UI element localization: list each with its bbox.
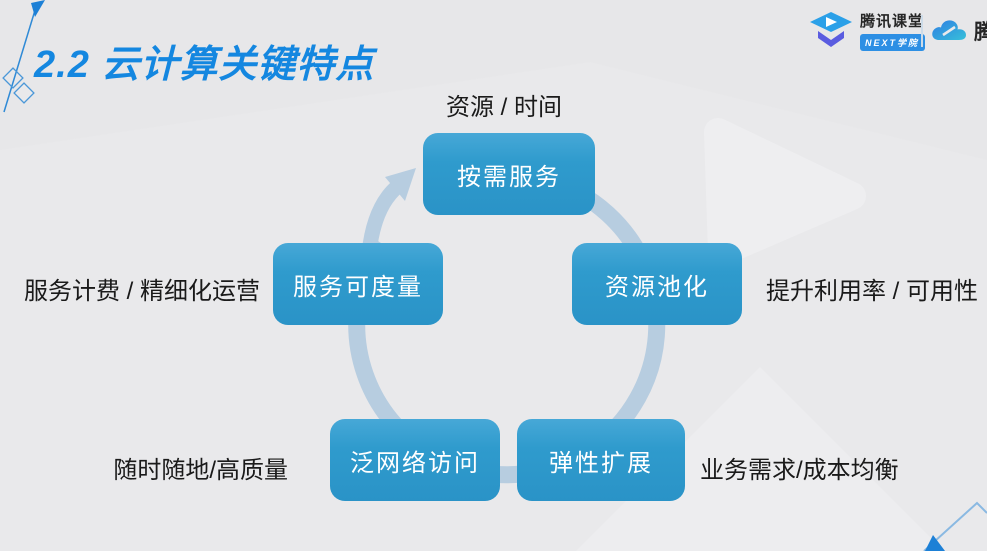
corner-triangle-icon [925,535,945,551]
tencent-classroom-logo: 腾讯课堂 NEXT学院 [808,10,926,52]
annotation-resource-pooling: 提升利用率 / 可用性 [766,278,979,305]
watermark-wedge [0,0,987,160]
tencent-classroom-label: 腾讯课堂 [860,13,925,30]
next-academy-badge: NEXT学院 [860,34,926,51]
page-title: 2.2 云计算关键特点 [34,44,375,87]
logo-divider [921,15,923,47]
node-elastic-scaling: 弹性扩展 [517,419,685,501]
annotation-elastic-scaling: 业务需求/成本均衡 [700,457,899,484]
corner-diamond-outline [923,501,987,551]
tencent-cloud-label: 腾讯 [974,21,987,44]
node-measurable-service: 服务可度量 [273,243,443,325]
title-ornament-diamond [2,67,24,89]
title-ornament-flag-icon [31,0,45,17]
node-on-demand-service: 按需服务 [423,133,595,215]
annotation-broad-network-access: 随时随地/高质量 [113,457,288,484]
node-broad-network-access: 泛网络访问 [330,419,500,501]
annotation-on-demand-service: 资源 / 时间 [445,94,562,121]
title-ornament-diamond [13,82,35,104]
watermark-play-triangle [704,118,866,266]
tencent-cloud-logo-icon [932,20,966,40]
annotation-measurable-service: 服务计费 / 精细化运营 [23,278,260,305]
title-ornament-line [3,6,37,113]
tencent-cloud-logo: 腾讯 [930,16,987,46]
node-resource-pooling: 资源池化 [572,243,742,325]
tencent-classroom-logo-icon [810,12,852,47]
cycle-arrowhead-icon [385,168,416,201]
watermark-diamond [576,367,944,551]
